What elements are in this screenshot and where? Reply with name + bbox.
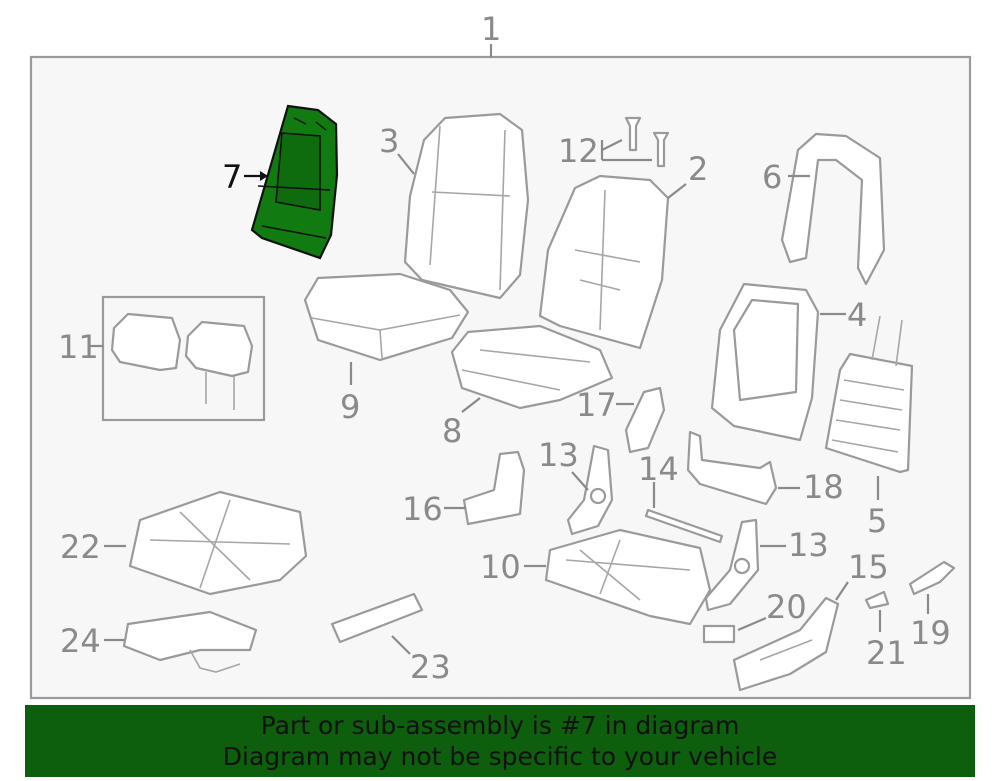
callout-15[interactable]: 15 [848,548,889,586]
part-12-pins[interactable] [624,116,670,168]
callout-14[interactable]: 14 [638,450,679,488]
part-19-handle[interactable] [908,560,956,596]
callout-3[interactable]: 3 [379,122,399,160]
callout-22[interactable]: 22 [60,528,101,566]
part-7-seat-back-panel[interactable] [250,104,339,260]
callout-11[interactable]: 11 [58,328,99,366]
callout-5[interactable]: 5 [867,502,887,540]
callout-6[interactable]: 6 [762,158,782,196]
part-20-switch[interactable] [702,624,736,644]
callout-8[interactable]: 8 [442,412,462,450]
callout-13b[interactable]: 13 [788,526,829,564]
part-23-trim-piece[interactable] [330,592,424,644]
callout-12[interactable]: 12 [558,132,599,170]
part-16-side-shield[interactable] [462,450,526,526]
callout-23[interactable]: 23 [410,648,451,686]
part-22-seat-adjuster[interactable] [128,490,308,596]
part-15-side-trim-panel[interactable] [732,596,840,692]
part-2-seat-back-pad[interactable] [538,174,670,350]
part-13-recliner-upper[interactable] [566,444,614,536]
notice-banner: Part or sub-assembly is #7 in diagram Di… [25,705,975,777]
part-10-cushion-frame[interactable] [544,528,712,626]
callout-24[interactable]: 24 [60,622,101,660]
part-11-headrests[interactable] [110,312,254,410]
part-3-seat-back-cover[interactable] [403,112,530,300]
part-24-wiring-harness[interactable] [122,610,258,673]
part-14-rod[interactable] [644,508,724,544]
part-4-seat-back-frame[interactable] [710,282,820,442]
callout-20[interactable]: 20 [766,588,807,626]
callout-1[interactable]: 1 [481,10,501,48]
part-21-knob[interactable] [864,590,890,610]
banner-line-2: Diagram may not be specific to your vehi… [222,742,778,771]
callout-10[interactable]: 10 [480,548,521,586]
part-9-seat-cushion-cover[interactable] [303,272,470,362]
part-6-trim-panel[interactable] [780,132,886,286]
callout-4[interactable]: 4 [847,296,867,334]
callout-21[interactable]: 21 [866,634,907,672]
part-8-seat-cushion-pad[interactable] [450,324,614,410]
part-17-bracket[interactable] [624,386,666,454]
callout-13a[interactable]: 13 [538,436,579,474]
part-5-lumbar-support[interactable] [824,315,914,474]
callout-17[interactable]: 17 [576,386,617,424]
callout-19[interactable]: 19 [910,614,951,652]
part-13-recliner-lower[interactable] [704,518,760,612]
callout-2[interactable]: 2 [688,150,708,188]
callout-7[interactable]: 7 [222,158,242,196]
callout-9[interactable]: 9 [340,388,360,426]
part-18-bracket[interactable] [686,430,778,506]
callout-18[interactable]: 18 [803,468,844,506]
callout-16[interactable]: 16 [402,490,443,528]
banner-line-1: Part or sub-assembly is #7 in diagram [260,711,740,740]
